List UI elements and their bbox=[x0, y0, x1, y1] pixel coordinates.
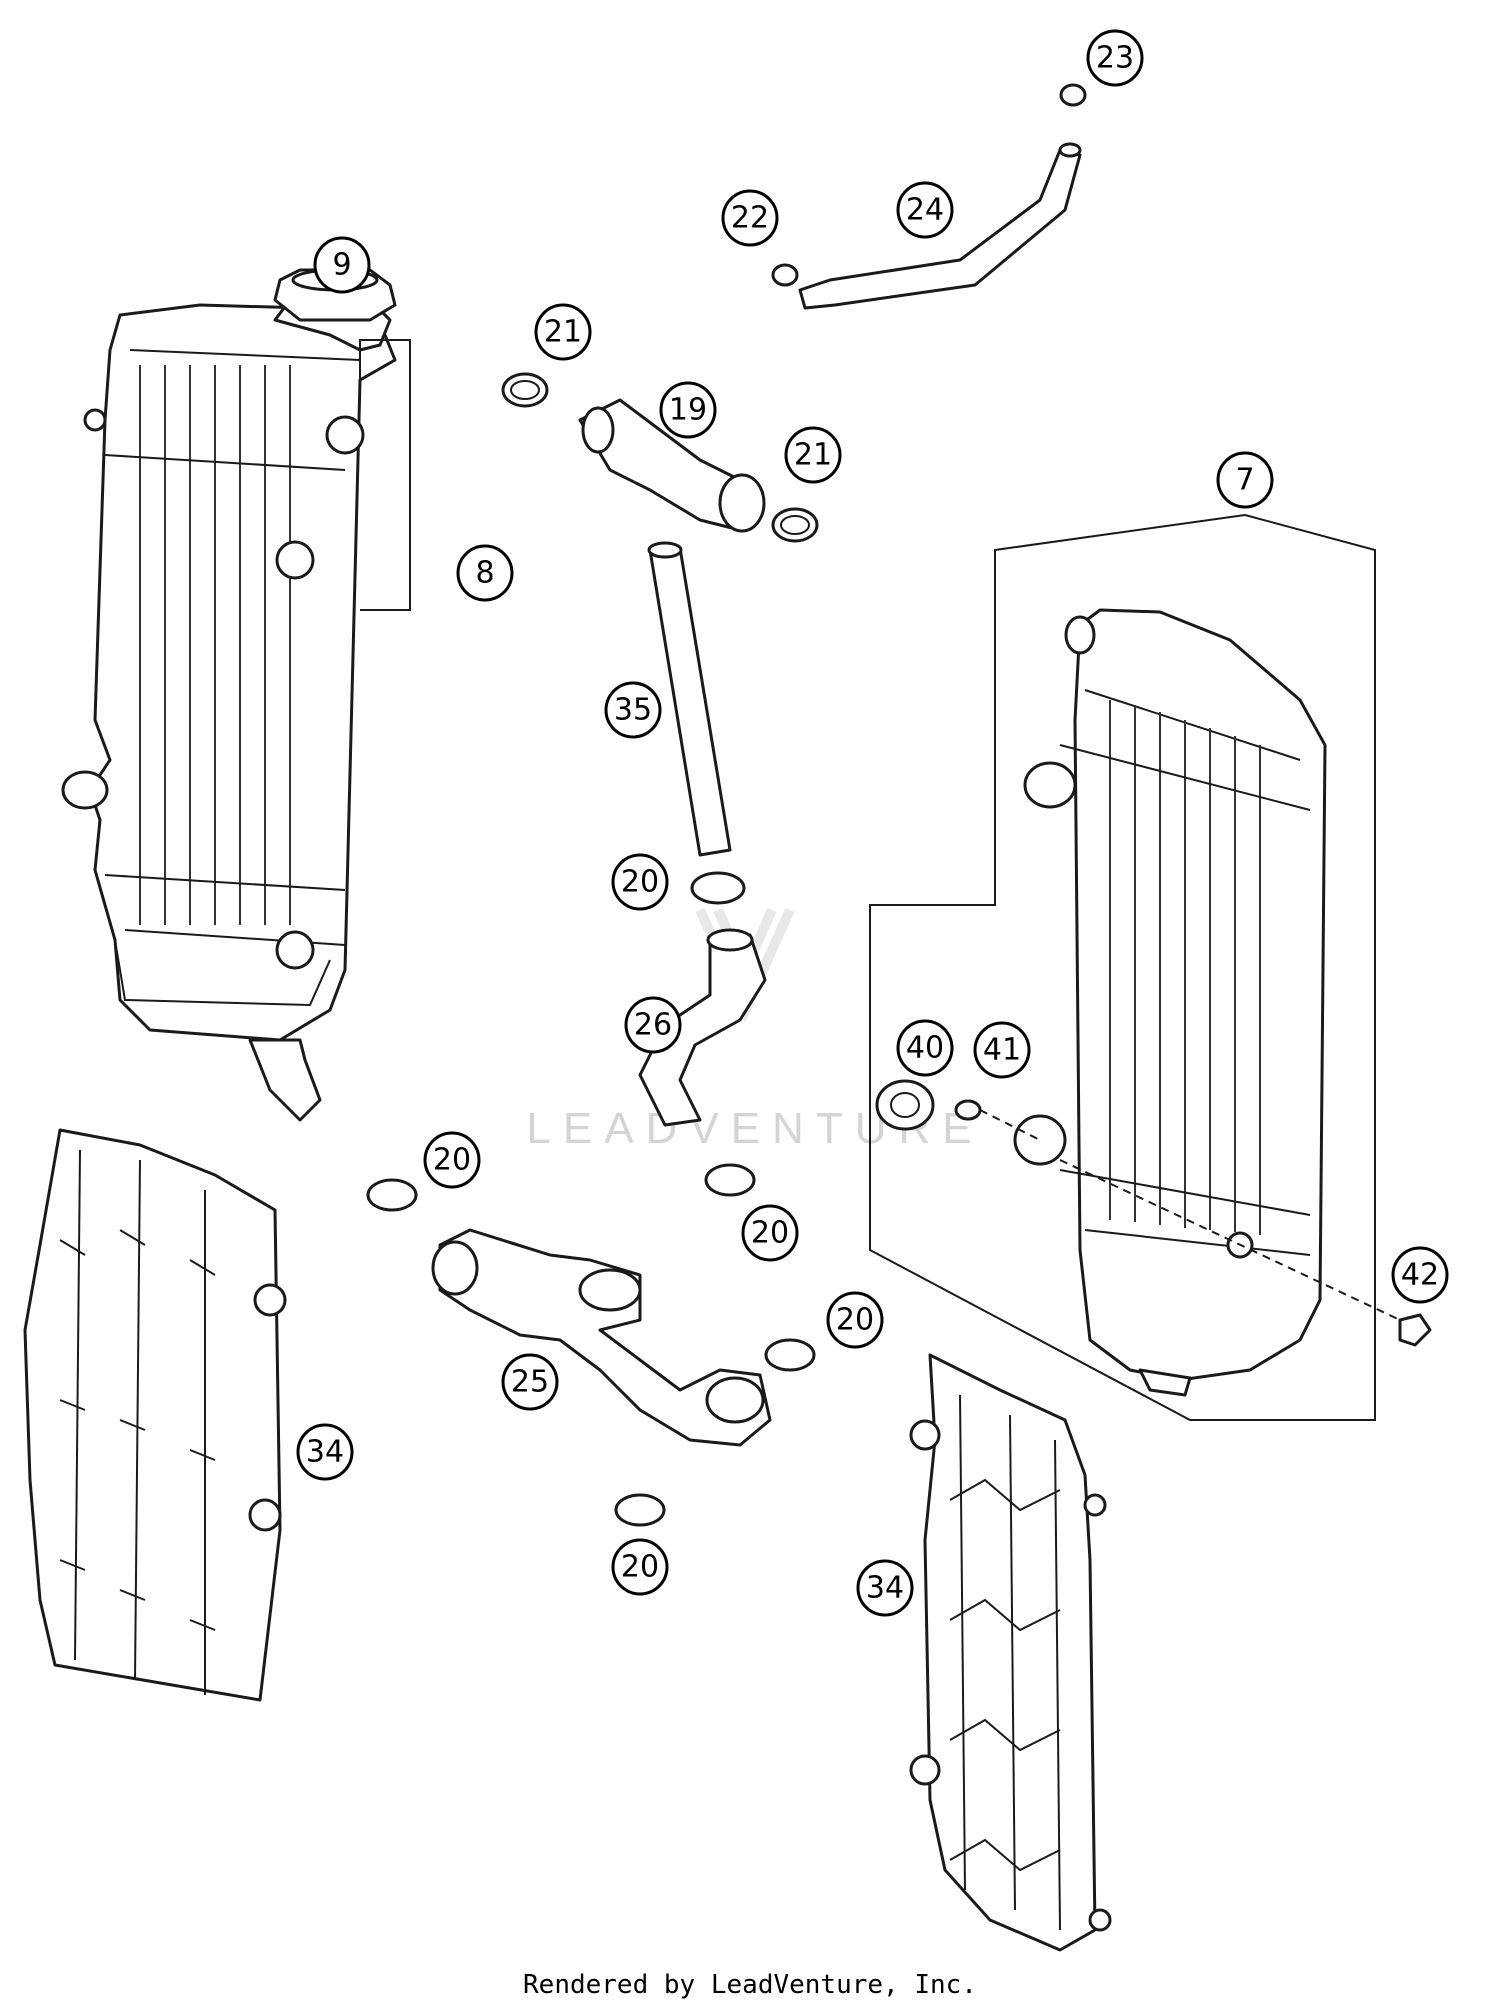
svg-text:20: 20 bbox=[433, 1143, 471, 1178]
svg-text:34: 34 bbox=[306, 1435, 344, 1470]
callout-42: 42 bbox=[1391, 1246, 1449, 1304]
callout-7: 7 bbox=[1216, 451, 1274, 509]
hose-clamp-21-right bbox=[771, 507, 819, 543]
svg-text:21: 21 bbox=[794, 438, 832, 473]
callout-19: 19 bbox=[659, 381, 717, 439]
screw-42 bbox=[1398, 1313, 1432, 1347]
svg-text:7: 7 bbox=[1235, 463, 1254, 498]
callout-34-right: 34 bbox=[856, 1559, 914, 1617]
pipe-35 bbox=[647, 541, 732, 857]
svg-text:20: 20 bbox=[621, 1550, 659, 1585]
hose-clamp-22 bbox=[771, 263, 799, 287]
svg-text:26: 26 bbox=[634, 1008, 672, 1043]
callout-21-b: 21 bbox=[784, 426, 842, 484]
callout-26: 26 bbox=[624, 996, 682, 1054]
callout-35: 35 bbox=[604, 681, 662, 739]
left-radiator bbox=[61, 298, 397, 1122]
callout-24: 24 bbox=[896, 181, 954, 239]
callout-20-e: 20 bbox=[611, 1538, 669, 1596]
hose-clamp-20-a bbox=[690, 871, 746, 905]
svg-text:20: 20 bbox=[751, 1216, 789, 1251]
breather-hose-24 bbox=[798, 142, 1082, 310]
callout-25: 25 bbox=[501, 1353, 559, 1411]
svg-text:19: 19 bbox=[669, 393, 707, 428]
svg-text:34: 34 bbox=[866, 1571, 904, 1606]
svg-text:40: 40 bbox=[906, 1031, 944, 1066]
hose-clamp-20-e bbox=[614, 1493, 666, 1527]
footer-credit: Rendered by LeadVenture, Inc. bbox=[523, 1970, 977, 2000]
hose-clamp-20-c bbox=[704, 1163, 756, 1197]
hose-junction bbox=[578, 398, 766, 533]
svg-text:35: 35 bbox=[614, 693, 652, 728]
mount-axis-line bbox=[979, 1109, 1401, 1321]
svg-text:22: 22 bbox=[731, 201, 769, 236]
washer-41 bbox=[954, 1099, 982, 1121]
callout-21-a: 21 bbox=[534, 303, 592, 361]
right-radiator bbox=[1013, 608, 1327, 1397]
svg-text:25: 25 bbox=[511, 1365, 549, 1400]
callout-20-a: 20 bbox=[611, 853, 669, 911]
svg-text:9: 9 bbox=[332, 248, 351, 283]
callout-8-bracket bbox=[359, 339, 411, 611]
svg-text:20: 20 bbox=[621, 865, 659, 900]
callout-20-d: 20 bbox=[826, 1291, 884, 1349]
callout-9: 9 bbox=[313, 236, 371, 294]
grommet-40 bbox=[875, 1079, 935, 1131]
callout-20-c: 20 bbox=[741, 1204, 799, 1262]
callout-7-bracket bbox=[869, 514, 1376, 1421]
svg-text:41: 41 bbox=[983, 1033, 1021, 1068]
callout-41: 41 bbox=[973, 1021, 1031, 1079]
svg-text:24: 24 bbox=[906, 193, 944, 228]
svg-text:20: 20 bbox=[836, 1303, 874, 1338]
left-radiator-guard bbox=[23, 1128, 287, 1702]
callout-34-left: 34 bbox=[296, 1423, 354, 1481]
svg-text:42: 42 bbox=[1401, 1258, 1439, 1293]
callout-8: 8 bbox=[456, 544, 514, 602]
hose-clamp-20-d bbox=[764, 1338, 816, 1372]
svg-text:8: 8 bbox=[475, 556, 494, 591]
hose-clamp-21-left bbox=[501, 372, 549, 408]
hose-25 bbox=[431, 1228, 772, 1447]
callout-23: 23 bbox=[1086, 29, 1144, 87]
hose-clamp-20-b bbox=[366, 1178, 418, 1212]
svg-text:23: 23 bbox=[1096, 41, 1134, 76]
callout-22: 22 bbox=[721, 189, 779, 247]
hose-clamp-23 bbox=[1059, 83, 1087, 107]
right-radiator-guard bbox=[909, 1353, 1112, 1952]
callout-40: 40 bbox=[896, 1019, 954, 1077]
callout-20-b: 20 bbox=[423, 1131, 481, 1189]
svg-text:21: 21 bbox=[544, 315, 582, 350]
